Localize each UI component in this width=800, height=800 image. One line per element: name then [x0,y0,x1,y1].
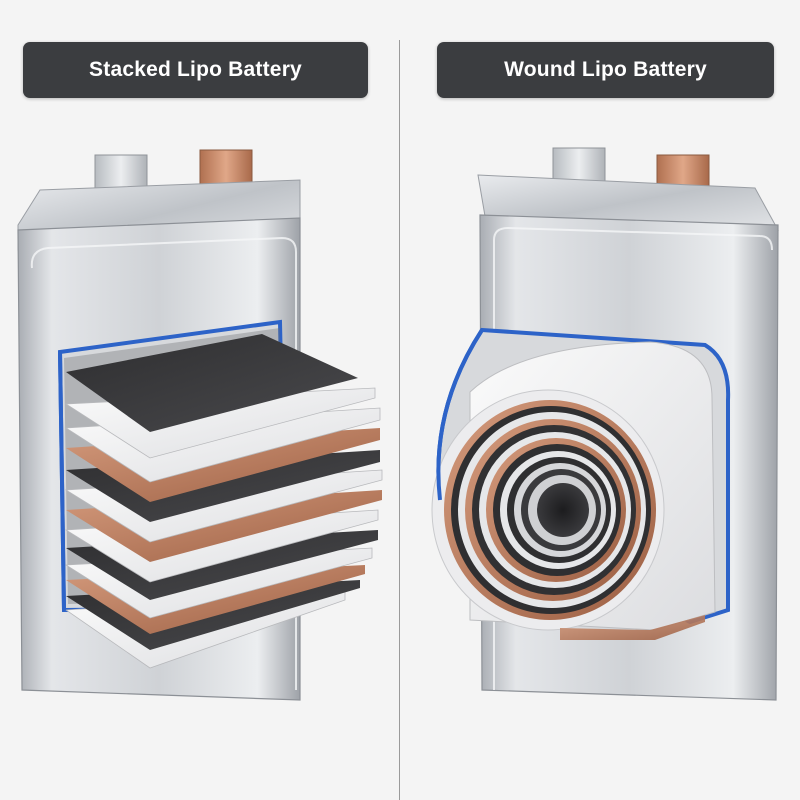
jelly-roll [431,389,665,631]
wound-cell-icon [431,147,779,701]
electrode-stack [64,334,383,669]
stacked-title-label: Stacked Lipo Battery [23,42,368,98]
stacked-title-text: Stacked Lipo Battery [89,58,302,81]
wound-title-label: Wound Lipo Battery [437,42,774,98]
panel-divider [399,40,400,800]
roll-core [537,483,589,537]
cathode-sheet [66,334,358,432]
stacked-cell-icon [17,149,383,701]
wound-title-text: Wound Lipo Battery [504,58,707,81]
